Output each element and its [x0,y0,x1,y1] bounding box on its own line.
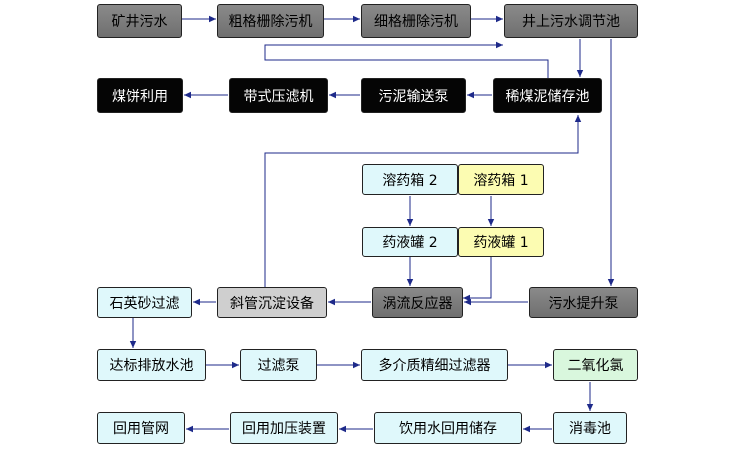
node-quartz-filter: 石英砂过滤 [97,287,192,318]
node-drinking-storage: 饮用水回用储存 [374,412,522,444]
node-reuse-network: 回用管网 [97,412,185,444]
arrow-slime-to-surface [264,41,549,78]
node-coal-briquette: 煤饼利用 [97,78,183,113]
node-inclined-tube: 斜管沉淀设备 [217,287,327,318]
node-filter-pump: 过滤泵 [240,349,317,381]
node-disinfection-tank: 消毒池 [553,412,627,444]
node-surface-tank: 井上污水调节池 [504,4,638,38]
node-sludge-pump: 污泥输送泵 [361,78,466,113]
node-pressure-device: 回用加压装置 [230,412,338,444]
node-dosing-box-1: 溶药箱 1 [458,164,544,195]
node-dosing-box-2: 溶药箱 2 [362,164,458,195]
node-lift-pump: 污水提升泵 [529,287,638,318]
node-fine-grille: 细格栅除污机 [361,4,471,38]
arrow-inclined-to-slime [264,115,582,287]
node-chlorine-dioxide: 二氧化氯 [553,349,638,381]
node-discharge-tank: 达标排放水池 [97,349,206,381]
node-mine-sewage: 矿井污水 [97,4,182,38]
node-multimedia-filter: 多介质精细过滤器 [361,349,508,381]
node-chem-tank-2: 药液罐 2 [362,227,458,257]
node-coarse-grille: 粗格栅除污机 [217,4,324,38]
node-slime-tank: 稀煤泥储存池 [493,78,602,113]
node-vortex-reactor: 涡流反应器 [372,287,463,318]
arrow-tank1-to-reactor [463,256,492,302]
node-chem-tank-1: 药液罐 1 [458,227,544,257]
node-belt-press: 带式压滤机 [229,78,328,113]
